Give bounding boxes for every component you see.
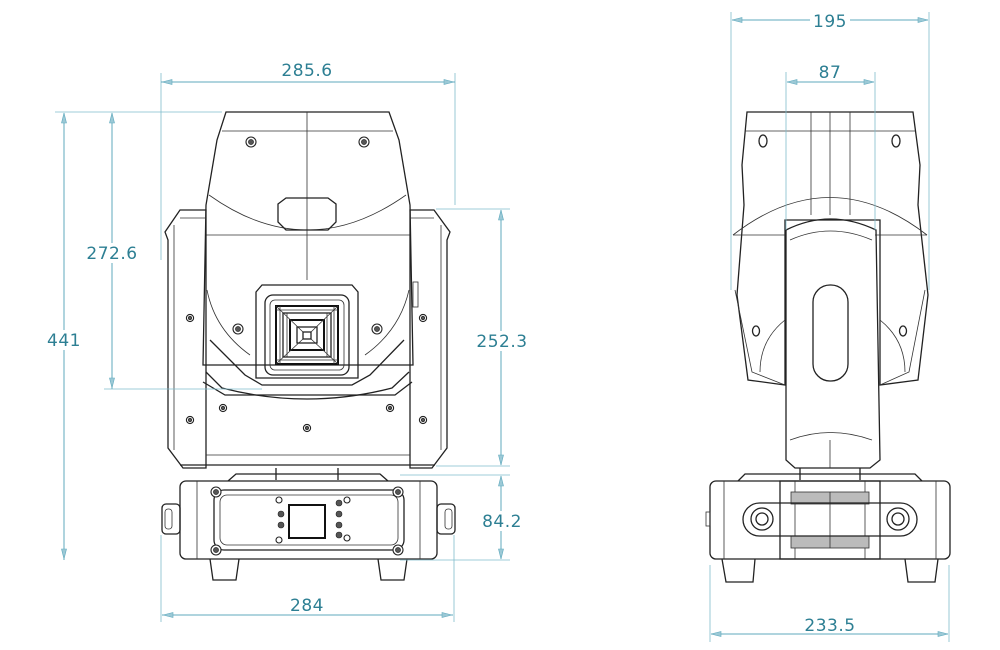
side-view bbox=[705, 111, 951, 583]
dim-head-height: 272.6 bbox=[86, 244, 137, 264]
dim-side-base-depth: 233.5 bbox=[804, 616, 855, 636]
front-view bbox=[161, 111, 456, 581]
front-head bbox=[202, 111, 414, 386]
dim-yoke-height: 252.3 bbox=[476, 332, 527, 352]
side-head bbox=[732, 111, 929, 386]
front-yoke bbox=[164, 209, 451, 469]
dim-base-height: 84.2 bbox=[482, 512, 522, 532]
dim-head-width: 285.6 bbox=[281, 61, 332, 81]
side-yoke-arm bbox=[785, 218, 881, 469]
front-base bbox=[161, 480, 456, 581]
dim-side-arm-width: 87 bbox=[819, 63, 842, 83]
dim-total-height: 441 bbox=[47, 331, 81, 351]
side-dimensions bbox=[709, 12, 950, 642]
side-base bbox=[705, 480, 951, 583]
dim-side-overall-width: 195 bbox=[813, 12, 847, 32]
dim-base-width: 284 bbox=[290, 596, 324, 616]
